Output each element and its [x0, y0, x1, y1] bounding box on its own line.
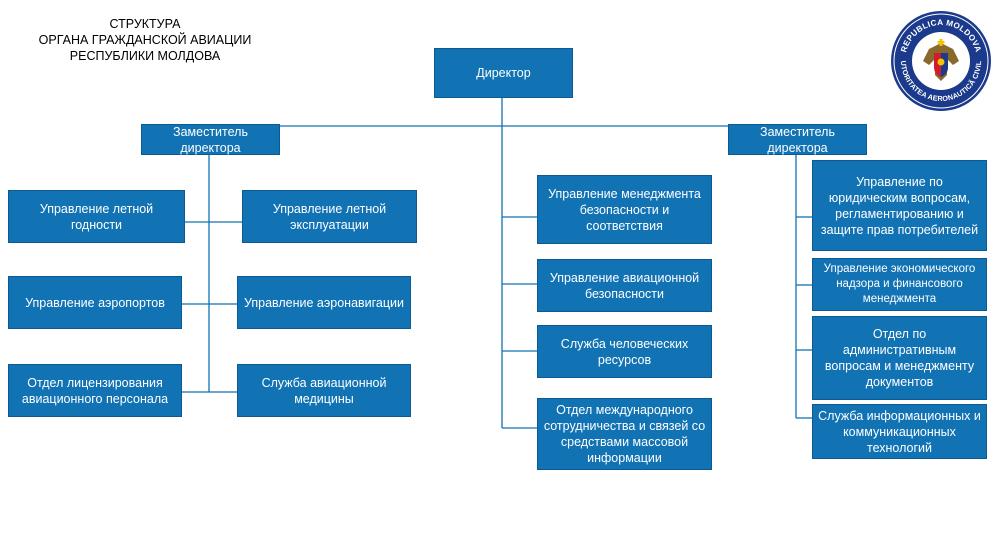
unit-ict-label: Служба информационных и коммуникационных…	[818, 408, 981, 455]
deputy-right-label: Заместитель директора	[760, 124, 835, 155]
unit-aviation-medicine: Служба авиационной медицины	[237, 364, 411, 417]
title-line-2: ОРГАНА ГРАЖДАНСКОЙ АВИАЦИИ	[38, 33, 252, 47]
unit-flight-ops-label: Управление летной эксплуатации	[272, 201, 387, 232]
chart-title: СТРУКТУРА ОРГАНА ГРАЖДАНСКОЙ АВИАЦИИ РЕС…	[20, 16, 270, 64]
unit-licensing-label: Отдел лицензирования авиационного персон…	[21, 375, 169, 406]
unit-safety-management-label: Управление менеджмента безопасности и со…	[548, 186, 701, 233]
unit-aviation-security-label: Управление авиационной безопасности	[549, 270, 700, 301]
unit-licensing: Отдел лицензирования авиационного персон…	[8, 364, 182, 417]
unit-safety-management: Управление менеджмента безопасности и со…	[537, 175, 712, 244]
unit-ict: Служба информационных и коммуникационных…	[812, 404, 987, 459]
unit-international: Отдел международного сотрудничества и св…	[537, 398, 712, 470]
unit-international-label: Отдел международного сотрудничества и св…	[543, 403, 706, 465]
unit-air-navigation-label: Управление аэронавигации	[243, 295, 405, 310]
deputy-right-box: Заместитель директора	[728, 124, 867, 155]
unit-aviation-security: Управление авиационной безопасности	[537, 259, 712, 312]
unit-administrative-label: Отдел по административным вопросам и мен…	[824, 327, 975, 389]
director-box: Директор	[434, 48, 573, 98]
unit-airworthiness: Управление летной годности	[8, 190, 185, 243]
coat-of-arms-icon	[923, 39, 959, 81]
unit-airports-label: Управление аэропортов	[25, 295, 165, 310]
unit-flight-ops: Управление летной эксплуатации	[242, 190, 417, 243]
deputy-left-box: Заместитель директора	[141, 124, 280, 155]
unit-legal: Управление по юридическим вопросам, регл…	[812, 160, 987, 251]
unit-hr-label: Служба человеческих ресурсов	[560, 336, 689, 367]
unit-economic-label: Управление экономического надзора и фина…	[823, 263, 976, 305]
title-line-3: РЕСПУБЛИКИ МОЛДОВА	[69, 49, 221, 63]
unit-airworthiness-label: Управление летной годности	[39, 201, 154, 232]
title-line-1: СТРУКТУРА	[109, 17, 181, 31]
unit-air-navigation: Управление аэронавигации	[237, 276, 411, 329]
unit-administrative: Отдел по административным вопросам и мен…	[812, 316, 987, 400]
deputy-left-label: Заместитель директора	[173, 124, 248, 155]
unit-legal-label: Управление по юридическим вопросам, регл…	[820, 174, 979, 237]
director-label: Директор	[476, 66, 531, 80]
unit-economic: Управление экономического надзора и фина…	[812, 258, 987, 311]
unit-hr: Служба человеческих ресурсов	[537, 325, 712, 378]
unit-aviation-medicine-label: Служба авиационной медицины	[261, 375, 387, 406]
unit-airports: Управление аэропортов	[8, 276, 182, 329]
